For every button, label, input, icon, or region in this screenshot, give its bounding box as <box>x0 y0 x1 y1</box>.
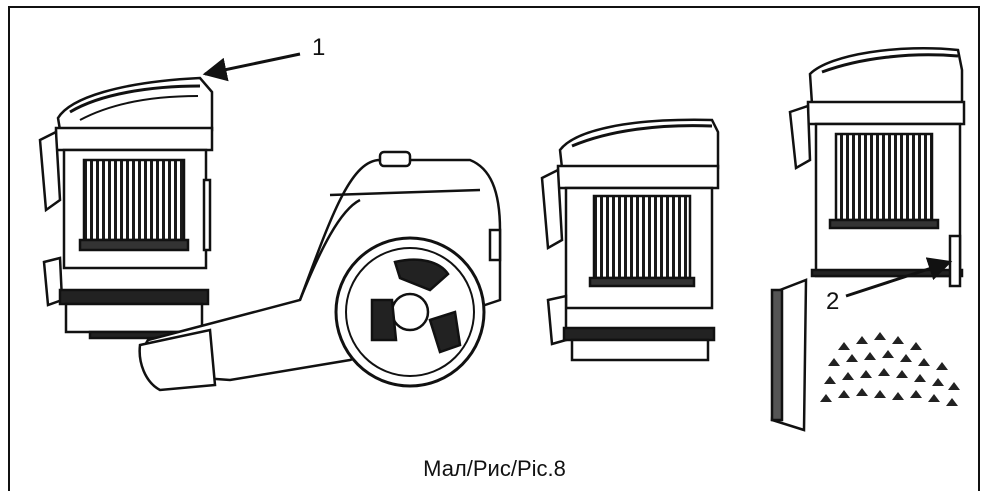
dust-container-left <box>38 76 214 340</box>
vacuum-body <box>138 150 502 392</box>
figure-caption: Мал/Рис/Pic.8 <box>423 456 566 481</box>
callout-2-label: 2 <box>826 288 840 315</box>
callout-1-arrow <box>202 52 301 82</box>
dust-container-right <box>770 47 966 432</box>
callout-1-label: 1 <box>312 34 326 61</box>
callout-2-arrow <box>845 257 953 298</box>
dust-container-middle <box>540 118 720 362</box>
figure-frame <box>8 6 980 491</box>
debris-pile <box>820 332 960 406</box>
